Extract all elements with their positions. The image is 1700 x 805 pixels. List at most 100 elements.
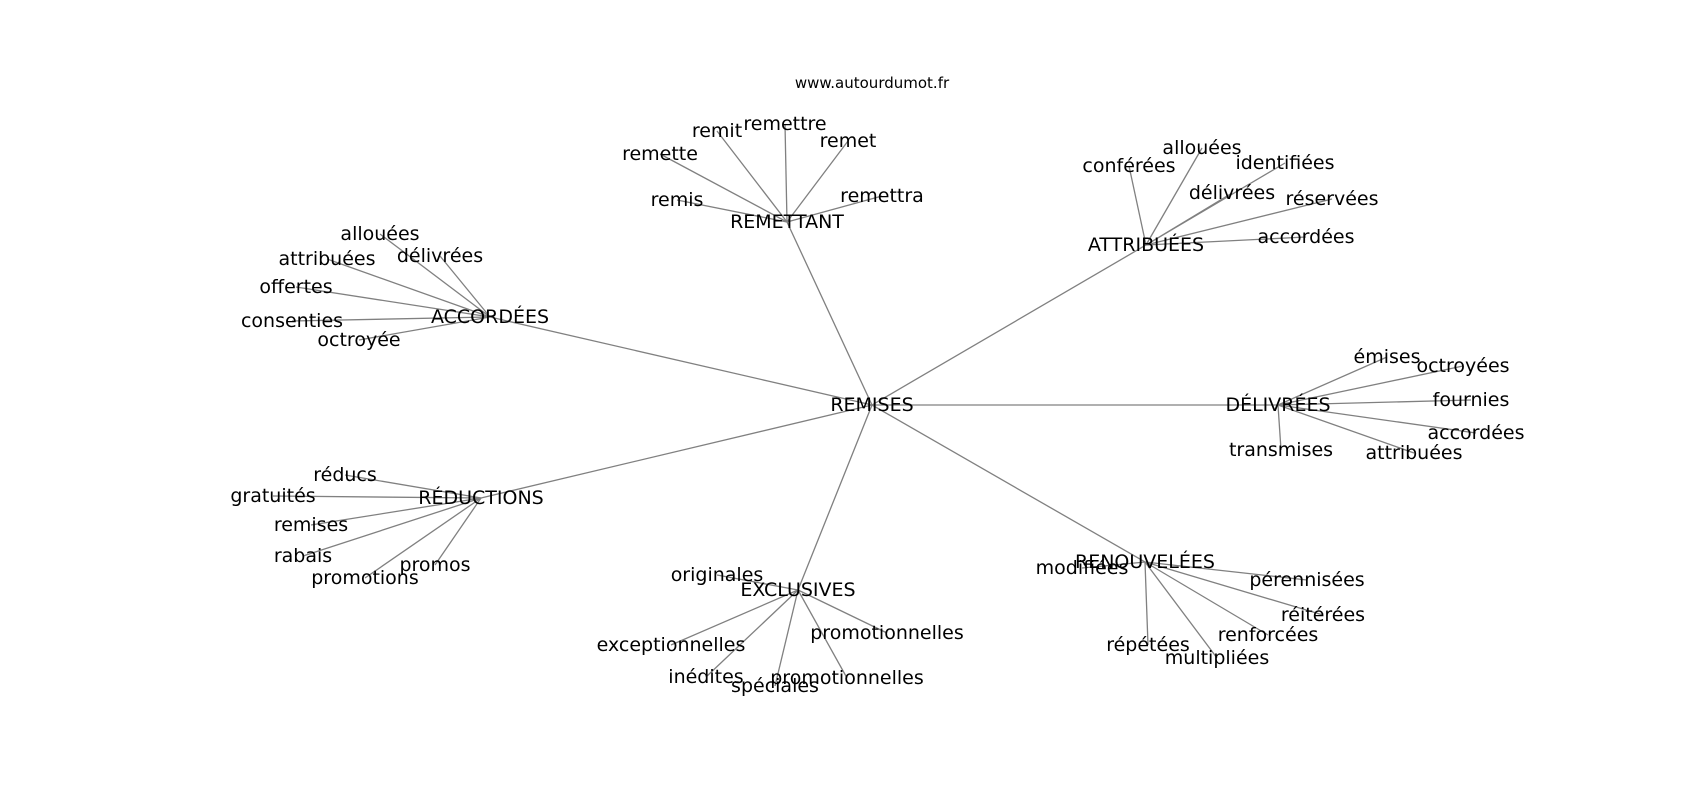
edge-hub-to-leaf xyxy=(1144,561,1149,646)
leaf-node[interactable]: accordées xyxy=(1428,422,1525,444)
edge-hub-to-leaf xyxy=(676,199,788,223)
edge-center-to-hub xyxy=(797,404,873,591)
leaf-node[interactable]: accordées xyxy=(1258,226,1355,248)
edge-hub-to-leaf xyxy=(379,233,491,318)
edges-layer xyxy=(272,123,1477,687)
leaf-node[interactable]: octroyée xyxy=(317,329,400,351)
edge-hub-to-leaf xyxy=(1144,561,1218,659)
center-node[interactable]: REMISES xyxy=(830,394,913,416)
leaf-node[interactable]: modifiées xyxy=(1036,557,1129,579)
edge-hub-to-leaf xyxy=(1277,404,1415,454)
edge-hub-to-leaf xyxy=(797,589,888,634)
edge-hub-to-leaf xyxy=(1145,198,1333,246)
edge-hub-to-leaf xyxy=(272,495,482,499)
leaf-node[interactable]: remette xyxy=(622,143,698,165)
leaf-node[interactable]: exceptionnelles xyxy=(597,634,746,656)
edge-hub-to-leaf xyxy=(1145,236,1307,246)
edge-hub-to-leaf xyxy=(358,316,491,341)
edge-hub-to-leaf xyxy=(670,589,799,646)
leaf-node[interactable]: réitérées xyxy=(1281,604,1365,626)
leaf-node[interactable]: réducs xyxy=(313,464,377,486)
edge-hub-to-leaf xyxy=(797,589,848,679)
leaf-node[interactable]: inédites xyxy=(668,666,743,688)
edge-hub-to-leaf xyxy=(1144,561,1269,636)
leaf-node[interactable]: promotions xyxy=(311,567,419,589)
edge-hub-to-leaf xyxy=(1144,561,1324,616)
edge-hub-to-leaf xyxy=(784,123,788,223)
edge-hub-to-leaf xyxy=(439,255,491,318)
leaf-node[interactable]: émises xyxy=(1354,346,1421,368)
leaf-node[interactable]: spéciales xyxy=(731,675,819,697)
leaf-node[interactable]: originales xyxy=(671,564,764,586)
edge-hub-to-leaf xyxy=(344,474,482,499)
leaf-node[interactable]: répétées xyxy=(1106,634,1190,656)
edge-hub-to-leaf xyxy=(1277,356,1388,406)
leaf-node[interactable]: remises xyxy=(274,514,348,536)
leaf-node[interactable]: attribuées xyxy=(278,248,375,270)
leaf-node[interactable]: promotionnelles xyxy=(770,667,923,689)
edge-hub-to-leaf xyxy=(302,497,482,557)
edge-hub-to-leaf xyxy=(295,286,491,318)
leaf-node[interactable]: conférées xyxy=(1082,155,1175,177)
leaf-node[interactable]: renforcées xyxy=(1218,624,1319,646)
leaf-node[interactable]: fournies xyxy=(1433,389,1510,411)
hub-node[interactable]: RENOUVELÉES xyxy=(1075,550,1215,573)
edge-hub-to-leaf xyxy=(716,130,788,223)
edge-center-to-hub xyxy=(871,244,1147,406)
edge-hub-to-leaf xyxy=(1277,365,1464,406)
leaf-node[interactable]: promos xyxy=(399,554,470,576)
leaf-node[interactable]: remis xyxy=(651,189,704,211)
edge-hub-to-leaf xyxy=(786,195,883,223)
leaf-node[interactable]: allouées xyxy=(1162,137,1241,159)
leaf-node[interactable]: identifiées xyxy=(1235,152,1334,174)
edge-hub-to-leaf xyxy=(786,140,849,223)
watermark: www.autourdumot.fr xyxy=(795,74,950,92)
leaf-node[interactable]: remit xyxy=(692,120,742,142)
leaf-node[interactable]: délivrées xyxy=(397,245,483,267)
leaf-node[interactable]: délivrées xyxy=(1189,182,1275,204)
leaf-node[interactable]: transmises xyxy=(1229,439,1333,461)
hub-node[interactable]: RÉDUCTIONS xyxy=(418,486,543,509)
edge-hub-to-leaf xyxy=(1277,404,1477,434)
hub-node[interactable]: ATTRIBUÉES xyxy=(1088,233,1204,256)
leaf-node[interactable]: pérennisées xyxy=(1249,569,1364,591)
edge-hub-to-leaf xyxy=(774,589,799,687)
leaf-node[interactable]: offertes xyxy=(259,276,332,298)
edge-center-to-hub xyxy=(786,221,873,406)
edge-hub-to-leaf xyxy=(1128,165,1147,246)
edge-hub-to-leaf xyxy=(434,497,482,566)
edge-center-to-hub xyxy=(871,404,1146,563)
leaf-node[interactable]: attribuées xyxy=(1365,442,1462,464)
leaf-node[interactable]: remettre xyxy=(743,113,826,135)
edge-hub-to-leaf xyxy=(1144,561,1308,581)
edge-hub-to-leaf xyxy=(705,589,799,678)
edge-hub-to-leaf xyxy=(291,316,491,322)
edge-hub-to-leaf xyxy=(659,153,788,223)
leaf-node[interactable]: gratuités xyxy=(230,485,315,507)
leaf-node[interactable]: rabais xyxy=(274,545,332,567)
edge-hub-to-leaf xyxy=(1145,192,1233,246)
edge-hub-to-leaf xyxy=(1277,399,1472,406)
edge-hub-to-leaf xyxy=(1145,147,1203,246)
edge-hub-to-leaf xyxy=(326,258,491,318)
hub-node[interactable]: EXCLUSIVES xyxy=(740,579,855,601)
edge-hub-to-leaf xyxy=(716,574,799,591)
edge-hub-to-leaf xyxy=(364,497,482,579)
leaf-node[interactable]: promotionnelles xyxy=(810,622,963,644)
leaf-node[interactable]: allouées xyxy=(340,223,419,245)
edge-hub-to-leaf xyxy=(1277,404,1282,451)
edge-hub-to-leaf xyxy=(310,497,482,526)
hub-node[interactable]: DÉLIVRÉES xyxy=(1225,393,1330,416)
leaf-node[interactable]: remet xyxy=(820,130,877,152)
leaf-node[interactable]: octroyées xyxy=(1416,355,1509,377)
edge-center-to-hub xyxy=(480,404,873,499)
leaf-node[interactable]: réservées xyxy=(1285,188,1378,210)
leaf-node[interactable]: consenties xyxy=(241,310,343,332)
hub-node[interactable]: ACCORDÉES xyxy=(431,305,549,328)
leaf-node[interactable]: multipliées xyxy=(1165,647,1269,669)
hub-node[interactable]: REMETTANT xyxy=(730,211,844,233)
leaf-node[interactable]: remettra xyxy=(840,185,924,207)
